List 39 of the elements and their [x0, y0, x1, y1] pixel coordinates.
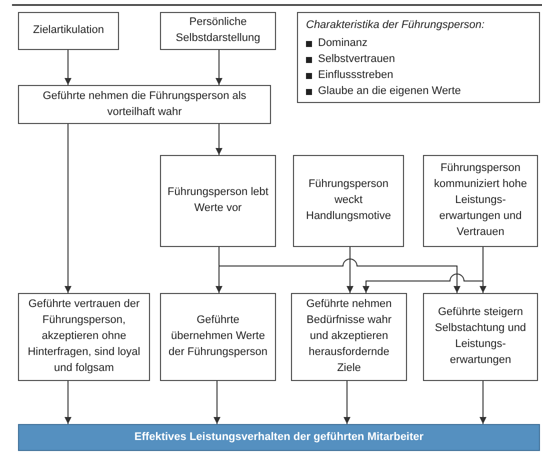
arrow — [214, 380, 220, 424]
arrow — [362, 246, 484, 294]
box-label: Effektives Leistungsverhalten der geführten Mitarbeiter — [134, 430, 424, 445]
arrow — [218, 246, 460, 294]
box-label: Führungsperson lebt Werte vor — [166, 185, 270, 216]
arrow — [216, 50, 222, 86]
box-label: Geführte übernehmen Werte der Führungsperson — [167, 313, 269, 360]
box-label: Geführte vertrauen der Führungsperson, akzeptieren ohne Hinterfragen, sind loyal und folgsam — [26, 297, 142, 376]
arrow — [64, 124, 72, 294]
arrow — [64, 380, 72, 424]
arrow — [64, 50, 72, 86]
process-box — [160, 293, 276, 381]
process-box — [423, 155, 538, 247]
box-label: Geführte nehmen die Führungsperson als vorteilhaft wahr — [42, 88, 248, 120]
outcome-bar — [18, 424, 540, 451]
box-label: Führungsperson kommuniziert hohe Leistungs-erwartungen und Vertrauen — [433, 161, 528, 240]
arrow — [344, 380, 350, 424]
box-label: Zielartikulation — [33, 23, 104, 38]
arrow — [346, 246, 354, 294]
process-box — [18, 85, 271, 124]
list-item: Glaube an die eigenen Werte — [318, 84, 461, 99]
note-heading: Charakteristika der Führungsperson: — [306, 18, 485, 33]
process-box — [18, 293, 150, 381]
list-item: Dominanz — [318, 36, 368, 51]
process-box — [160, 12, 276, 50]
process-box — [293, 155, 404, 247]
box-label: Geführte nehmen Bedürfnisse wahr und akzeptieren herausfordernde Ziele — [305, 297, 393, 376]
box-label: Führungsperson weckt Handlungsmotive — [305, 177, 392, 224]
note-box — [297, 12, 540, 103]
arrow — [480, 380, 486, 424]
process-box — [291, 293, 407, 381]
box-label: Persönliche Selbstdarstellung — [174, 15, 262, 46]
box-label: Geführte steigern Selbstachtung und Leistungs-erwartungen — [434, 305, 528, 368]
arrow — [216, 124, 222, 156]
process-box — [18, 12, 119, 50]
list-item: Einflussstreben — [318, 68, 394, 83]
list-item: Selbstvertrauen — [318, 52, 396, 67]
process-box — [160, 155, 276, 247]
process-box — [423, 293, 538, 381]
